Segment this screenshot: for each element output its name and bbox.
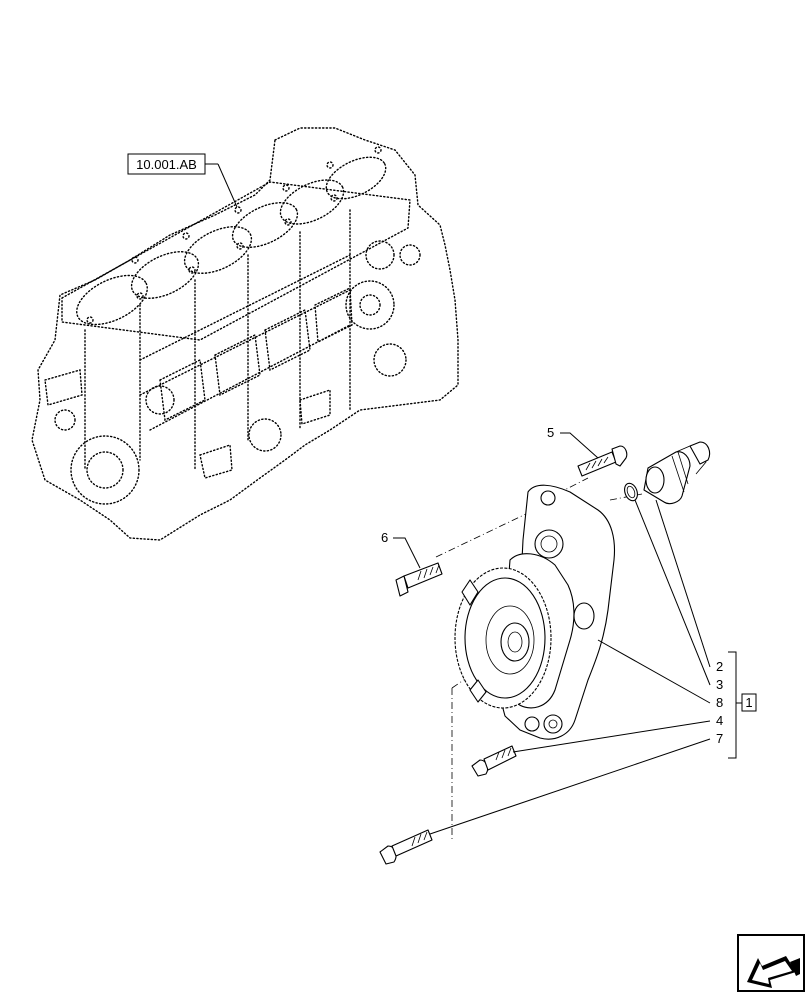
bolt-6[interactable] (395, 562, 443, 597)
group-label[interactable]: 1 (741, 693, 757, 712)
callout-3: 3 (716, 677, 723, 692)
callout-5: 5 (547, 425, 554, 440)
callout-7: 7 (716, 731, 723, 746)
o-ring-3[interactable] (622, 481, 639, 502)
callout-6: 6 (381, 530, 388, 545)
callout-2: 2 (716, 659, 723, 674)
group-label-text: 1 (745, 695, 752, 710)
oil-pump-assembly[interactable] (454, 484, 616, 740)
bolt-7[interactable] (379, 829, 433, 865)
bolt-4[interactable] (471, 745, 517, 777)
engine-block (31, 127, 459, 541)
callout-8: 8 (716, 695, 723, 710)
bolt-5[interactable] (577, 445, 628, 477)
pressure-valve-2[interactable] (643, 441, 711, 505)
reference-label-text: 10.001.AB (136, 157, 197, 172)
callout-4: 4 (716, 713, 723, 728)
reference-label[interactable]: 10.001.AB (127, 153, 238, 208)
group-bracket (728, 651, 742, 759)
leader-lines (393, 432, 711, 835)
arrow-box-icon[interactable] (737, 934, 805, 992)
